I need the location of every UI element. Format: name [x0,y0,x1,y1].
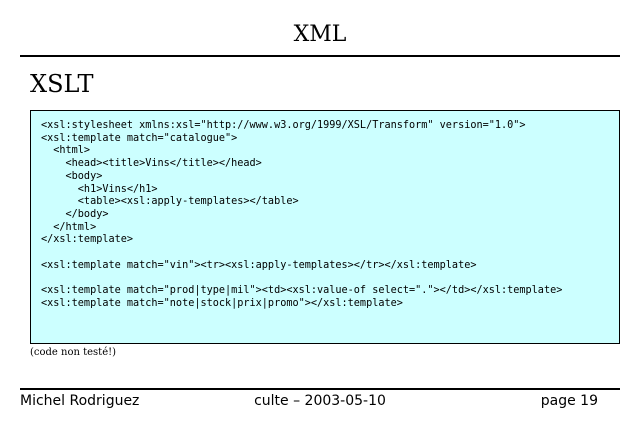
code-line: <xsl:stylesheet xmlns:xsl="http://www.w3… [41,120,526,131]
code-line: <xsl:template match="prod|type|mil"><td>… [41,285,563,297]
code-block: <xsl:stylesheet xmlns:xsl="http://www.w3… [30,110,620,344]
code-line [41,247,609,260]
code-line: </xsl:template> [41,234,134,246]
code-line: <xsl:template match="vin"><tr><xsl:apply… [41,259,477,271]
code-line: <table><xsl:apply-templates></table> [41,196,299,208]
footer-event: culte – 2003-05-10 [254,393,386,409]
code-line: <body> [41,170,103,182]
code-listing: <xsl:stylesheet xmlns:xsl="http://www.w3… [41,120,609,311]
footnote: (code non testé!) [30,347,117,358]
footer-author: Michel Rodriguez [20,393,140,409]
code-line: <xsl:template match="catalogue"> [41,132,238,144]
code-line: <html> [41,145,91,157]
footer-divider [20,388,620,390]
code-line: <xsl:template match="note|stock|prix|pro… [41,297,403,309]
slide-header-title: XML [293,22,347,47]
footer-page-number: page 19 [540,393,598,409]
header-divider [20,55,620,57]
code-line [41,272,609,285]
code-line: <h1>Vins</h1> [41,183,158,195]
code-line: </html> [41,221,97,233]
code-line: </body> [41,208,109,220]
section-title: XSLT [30,70,94,98]
code-line: <head><title>Vins</title></head> [41,158,262,170]
